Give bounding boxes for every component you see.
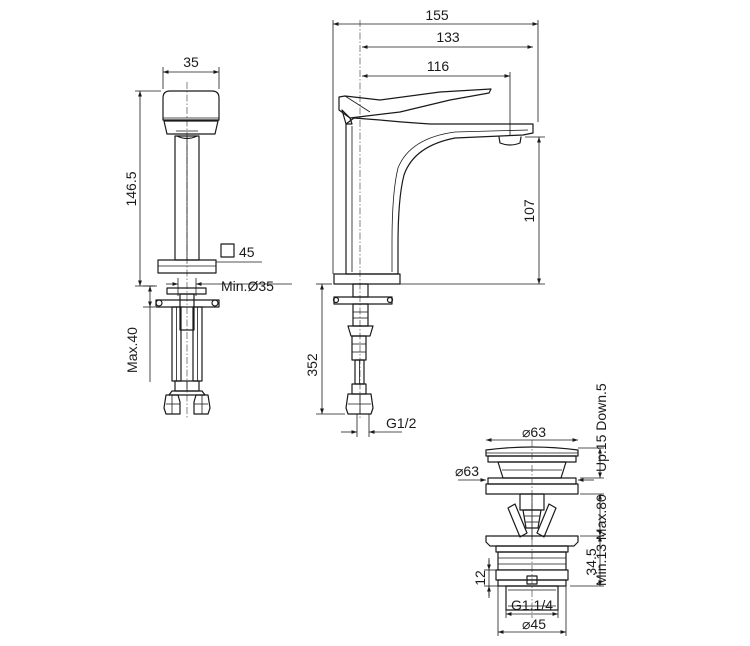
front-view: 35 146.5 45 Min.Ø35 M [123, 54, 292, 418]
front-base [157, 259, 217, 274]
label-155: 155 [425, 7, 449, 23]
label-dia-63-side: ⌀63 [455, 463, 479, 479]
dim-133: 133 [362, 29, 533, 49]
dim-12: 12 [472, 558, 498, 598]
side-shank [352, 283, 369, 298]
label-116: 116 [427, 58, 450, 74]
label-12: 12 [472, 570, 488, 586]
side-view: 155 133 116 107 352 [304, 7, 545, 437]
label-min-hole: Min.Ø35 [221, 278, 274, 294]
dim-dia-63-side: ⌀63 [455, 463, 594, 482]
dim-352: 352 [304, 283, 345, 415]
label-g-1-1-4: G1.1/4 [511, 597, 553, 613]
dim-107: 107 [400, 136, 545, 285]
drain-spring [507, 503, 557, 538]
label-133: 133 [436, 29, 460, 45]
front-washer-upper [166, 287, 207, 295]
dim-155: 155 [332, 7, 539, 274]
side-end-fitting [345, 383, 374, 415]
side-threaded-rod [352, 303, 369, 327]
side-hose-nut [347, 325, 374, 337]
label-max-40: Max.40 [124, 327, 140, 373]
dim-g-1-1-4: G1.1/4 [505, 597, 559, 618]
front-fittings [163, 380, 211, 415]
dim-dia-45: ⌀45 [497, 586, 567, 636]
label-352: 352 [304, 353, 320, 377]
side-body-inner [351, 126, 529, 272]
side-hose-fitting [351, 335, 367, 361]
side-aerator [498, 136, 522, 146]
dim-min-hole: Min.Ø35 [166, 278, 292, 296]
dim-116: 116 [362, 58, 511, 136]
label-up-down: Up.15 Down.5 [593, 383, 609, 472]
label-square-45: 45 [239, 244, 255, 260]
label-34-5: 34.5 [583, 548, 599, 575]
dim-dia-63-top: ⌀63 [486, 424, 578, 442]
front-shank [179, 293, 195, 331]
label-dia-63-top: ⌀63 [522, 424, 546, 440]
label-dia-45: ⌀45 [522, 616, 546, 632]
dim-g-1-2: G1/2 [341, 414, 417, 437]
label-g-1-2: G1/2 [386, 415, 417, 431]
drain-view: ⌀63 ⌀63 Up.15 Down.5 Min.13 Max.80 34.5 [455, 383, 609, 636]
label-height-146-5: 146.5 [123, 171, 139, 206]
label-107: 107 [521, 199, 537, 223]
dim-max-40: Max.40 [124, 285, 155, 382]
side-lever-pivot [341, 109, 353, 125]
label-width-35: 35 [183, 54, 199, 70]
front-handle-collar [163, 120, 219, 135]
side-lever [338, 88, 492, 119]
dim-width-35: 35 [162, 54, 220, 89]
side-washer [333, 296, 393, 305]
side-body [345, 117, 534, 275]
dim-height-146-5: 146.5 [123, 90, 161, 287]
dim-up-down: Up.15 Down.5 [578, 383, 609, 479]
dim-34-5: 34.5 [570, 536, 604, 587]
side-base [333, 273, 401, 285]
front-washer [155, 299, 220, 308]
square-symbol [220, 243, 235, 258]
front-handle [162, 90, 220, 121]
dim-square-45: 45 [216, 243, 262, 263]
drain-body-flange [485, 535, 579, 547]
